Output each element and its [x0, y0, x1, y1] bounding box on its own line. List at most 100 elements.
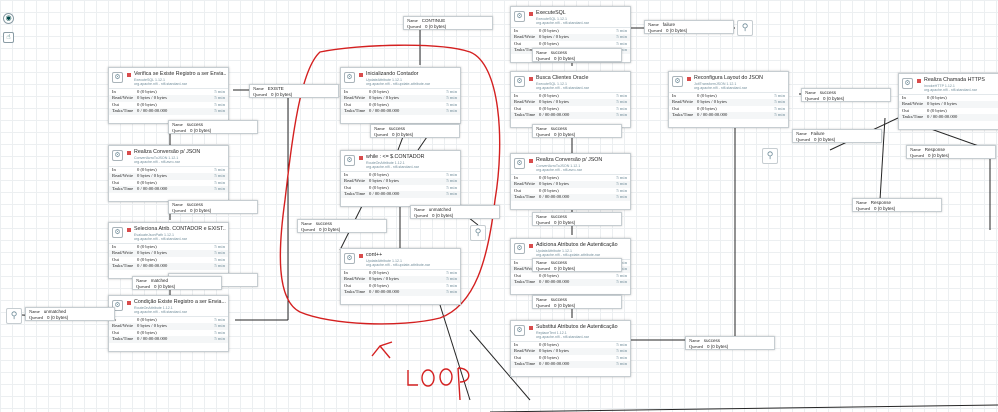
- processor-name: Reconfigura Layout do JSON: [694, 75, 763, 81]
- connection-name: Response: [870, 200, 892, 205]
- stopped-icon: [359, 254, 363, 258]
- connection-queued: 0 (0 bytes): [666, 28, 688, 33]
- connection-name: success: [315, 221, 333, 226]
- processor-bundle: org.apache.nifi - nifi-standard-nar: [536, 335, 589, 339]
- processor-icon: ⚙: [514, 76, 525, 87]
- processor-bundle: org.apache.nifi - nifi-avro-nar: [134, 160, 180, 164]
- processor-bundle: org.apache.nifi - nifi-avro-nar: [536, 168, 582, 172]
- connection-queued: 0 (0 bytes): [154, 284, 176, 289]
- processor-card[interactable]: ⚙Verifica se Existe Registro a ser Envia…: [108, 67, 229, 124]
- processor-card[interactable]: ⚙Condição Existe Registro a ser Envia...…: [108, 295, 229, 352]
- processor-name: Realiza Conversão p/ JSON: [536, 157, 603, 163]
- hand-pointer-icon[interactable]: ☝: [3, 32, 14, 43]
- stopped-icon: [917, 79, 921, 83]
- processor-icon: ⚙: [112, 300, 123, 311]
- processor-card[interactable]: ⚙Seleciona Atrib. CONTADOR e EXIST...Eva…: [108, 222, 229, 279]
- connection-name: success: [186, 202, 204, 207]
- processor-type: UpdateAttribute 1.12.1: [366, 77, 402, 82]
- processor-icon: ⚙: [902, 78, 913, 89]
- funnel-icon[interactable]: ⚲: [470, 225, 486, 241]
- funnel-icon[interactable]: ⚲: [762, 148, 778, 164]
- processor-name: Busca Clientes Oracle: [536, 75, 589, 81]
- processor-type: ExecuteSQL 1.12.1: [134, 77, 166, 82]
- stopped-icon: [127, 151, 131, 155]
- connection-queued: 0 (0 bytes): [928, 153, 950, 158]
- processor-type: ConvertAvroToJSON 1.12.1: [536, 163, 581, 168]
- processor-bundle: org.apache.nifi - nifi-standard-nar: [536, 86, 589, 90]
- connection-name: failure: [662, 22, 676, 27]
- processor-icon: ⚙: [514, 325, 525, 336]
- compass-icon[interactable]: ◉: [3, 13, 14, 24]
- stopped-icon: [529, 244, 533, 248]
- connection-name: Response: [924, 147, 946, 152]
- processor-bundle: org.apache.nifi - nifi-standard-nar: [536, 21, 589, 25]
- funnel-icon[interactable]: ⚲: [737, 20, 753, 36]
- processor-bundle: org.apache.nifi - nifi-standard-nar: [134, 82, 187, 86]
- processor-name: Inicializando Contador: [366, 71, 419, 77]
- processor-icon: ⚙: [344, 72, 355, 83]
- connection-queued: 0 (0 bytes): [271, 92, 293, 97]
- stopped-icon: [529, 326, 533, 330]
- stopped-icon: [127, 73, 131, 77]
- connection-name: unmatched: [43, 309, 67, 314]
- connection-queued: 0 (0 bytes): [554, 132, 576, 137]
- processor-name: Verifica se Existe Registro a ser Envia.…: [134, 71, 226, 77]
- processor-bundle: org.apache.nifi - nifi-update-attribute-…: [536, 253, 601, 257]
- stopped-icon: [127, 301, 131, 305]
- connection-queued: 0 (0 bytes): [554, 266, 576, 271]
- funnel-icon[interactable]: ⚲: [6, 308, 22, 324]
- stopped-icon: [359, 156, 363, 160]
